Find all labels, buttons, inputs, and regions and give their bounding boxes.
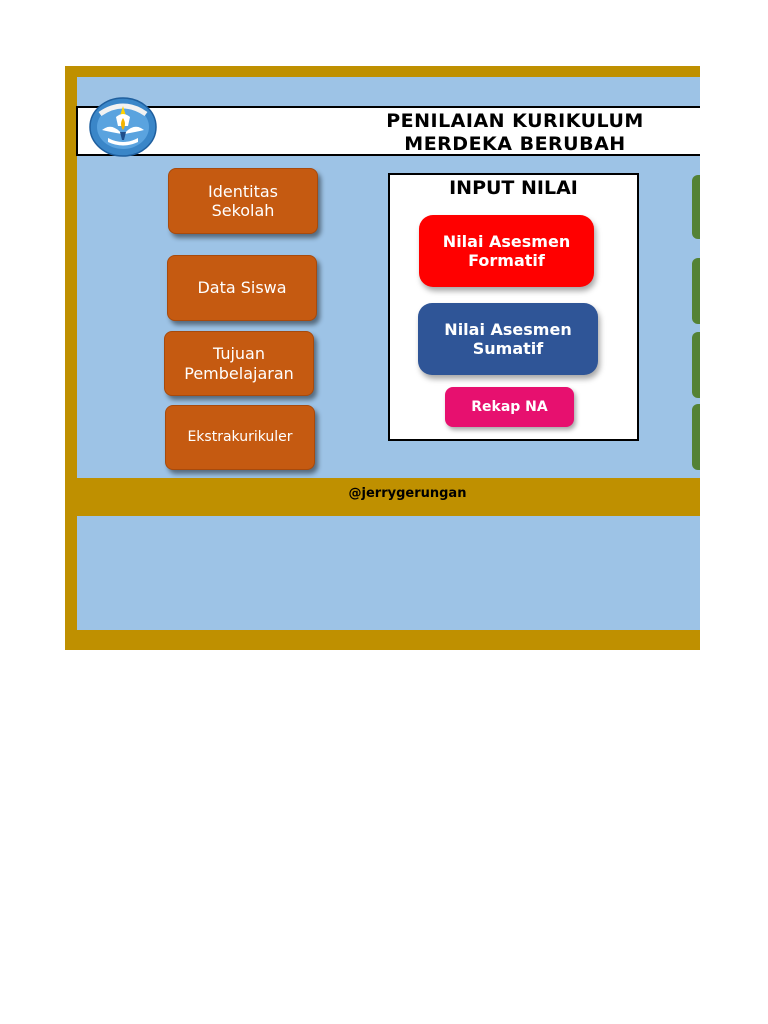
page-title-line-1: PENILAIAN KURIKULUM — [386, 110, 644, 132]
sumatif-label-line-2: Sumatif — [472, 339, 544, 358]
sumatif-label: Nilai Asesmen Sumatif — [444, 320, 571, 358]
formatif-label-line-1: Nilai Asesmen — [442, 231, 571, 251]
identitas-label-line-2: Sekolah — [211, 201, 275, 220]
identitas-sekolah-button[interactable]: Identitas Sekolah — [168, 168, 318, 234]
right-menu-button-1[interactable] — [692, 175, 700, 239]
page-title-line-2: MERDEKA BERUBAH — [404, 133, 626, 155]
input-nilai-title: INPUT NILAI — [449, 177, 578, 199]
identitas-label-line-1: Identitas — [208, 181, 278, 201]
tujuan-pembelajaran-button[interactable]: Tujuan Pembelajaran — [164, 331, 314, 396]
nilai-asesmen-formatif-button[interactable]: Nilai Asesmen Formatif — [419, 215, 594, 287]
lower-panel — [77, 516, 700, 630]
nilai-asesmen-sumatif-button[interactable]: Nilai Asesmen Sumatif — [418, 303, 598, 375]
formatif-label: Nilai Asesmen Formatif — [443, 232, 570, 270]
right-menu-button-3[interactable] — [692, 332, 700, 398]
data-siswa-label: Data Siswa — [197, 278, 287, 298]
sumatif-label-line-1: Nilai Asesmen — [444, 319, 572, 339]
tujuan-label-line-1: Tujuan — [212, 344, 265, 364]
header-bar: PENILAIAN KURIKULUM MERDEKA BERUBAH — [76, 106, 700, 156]
data-siswa-button[interactable]: Data Siswa — [167, 255, 317, 321]
right-menu-button-4[interactable] — [692, 404, 700, 470]
formatif-label-line-2: Formatif — [468, 251, 545, 270]
rekap-na-button[interactable]: Rekap NA — [445, 387, 574, 427]
rekap-na-label: Rekap NA — [471, 398, 548, 415]
tujuan-pembelajaran-label: Tujuan Pembelajaran — [184, 344, 294, 382]
identitas-sekolah-label: Identitas Sekolah — [208, 182, 278, 220]
ekstrakurikuler-label: Ekstrakurikuler — [187, 429, 293, 446]
tut-wuri-handayani-logo-icon — [88, 96, 158, 158]
right-menu-button-2[interactable] — [692, 258, 700, 324]
footer-credit: @jerrygerungan — [348, 486, 467, 501]
tujuan-label-line-2: Pembelajaran — [184, 363, 294, 383]
footer-band — [77, 478, 700, 516]
ekstrakurikuler-button[interactable]: Ekstrakurikuler — [165, 405, 315, 470]
